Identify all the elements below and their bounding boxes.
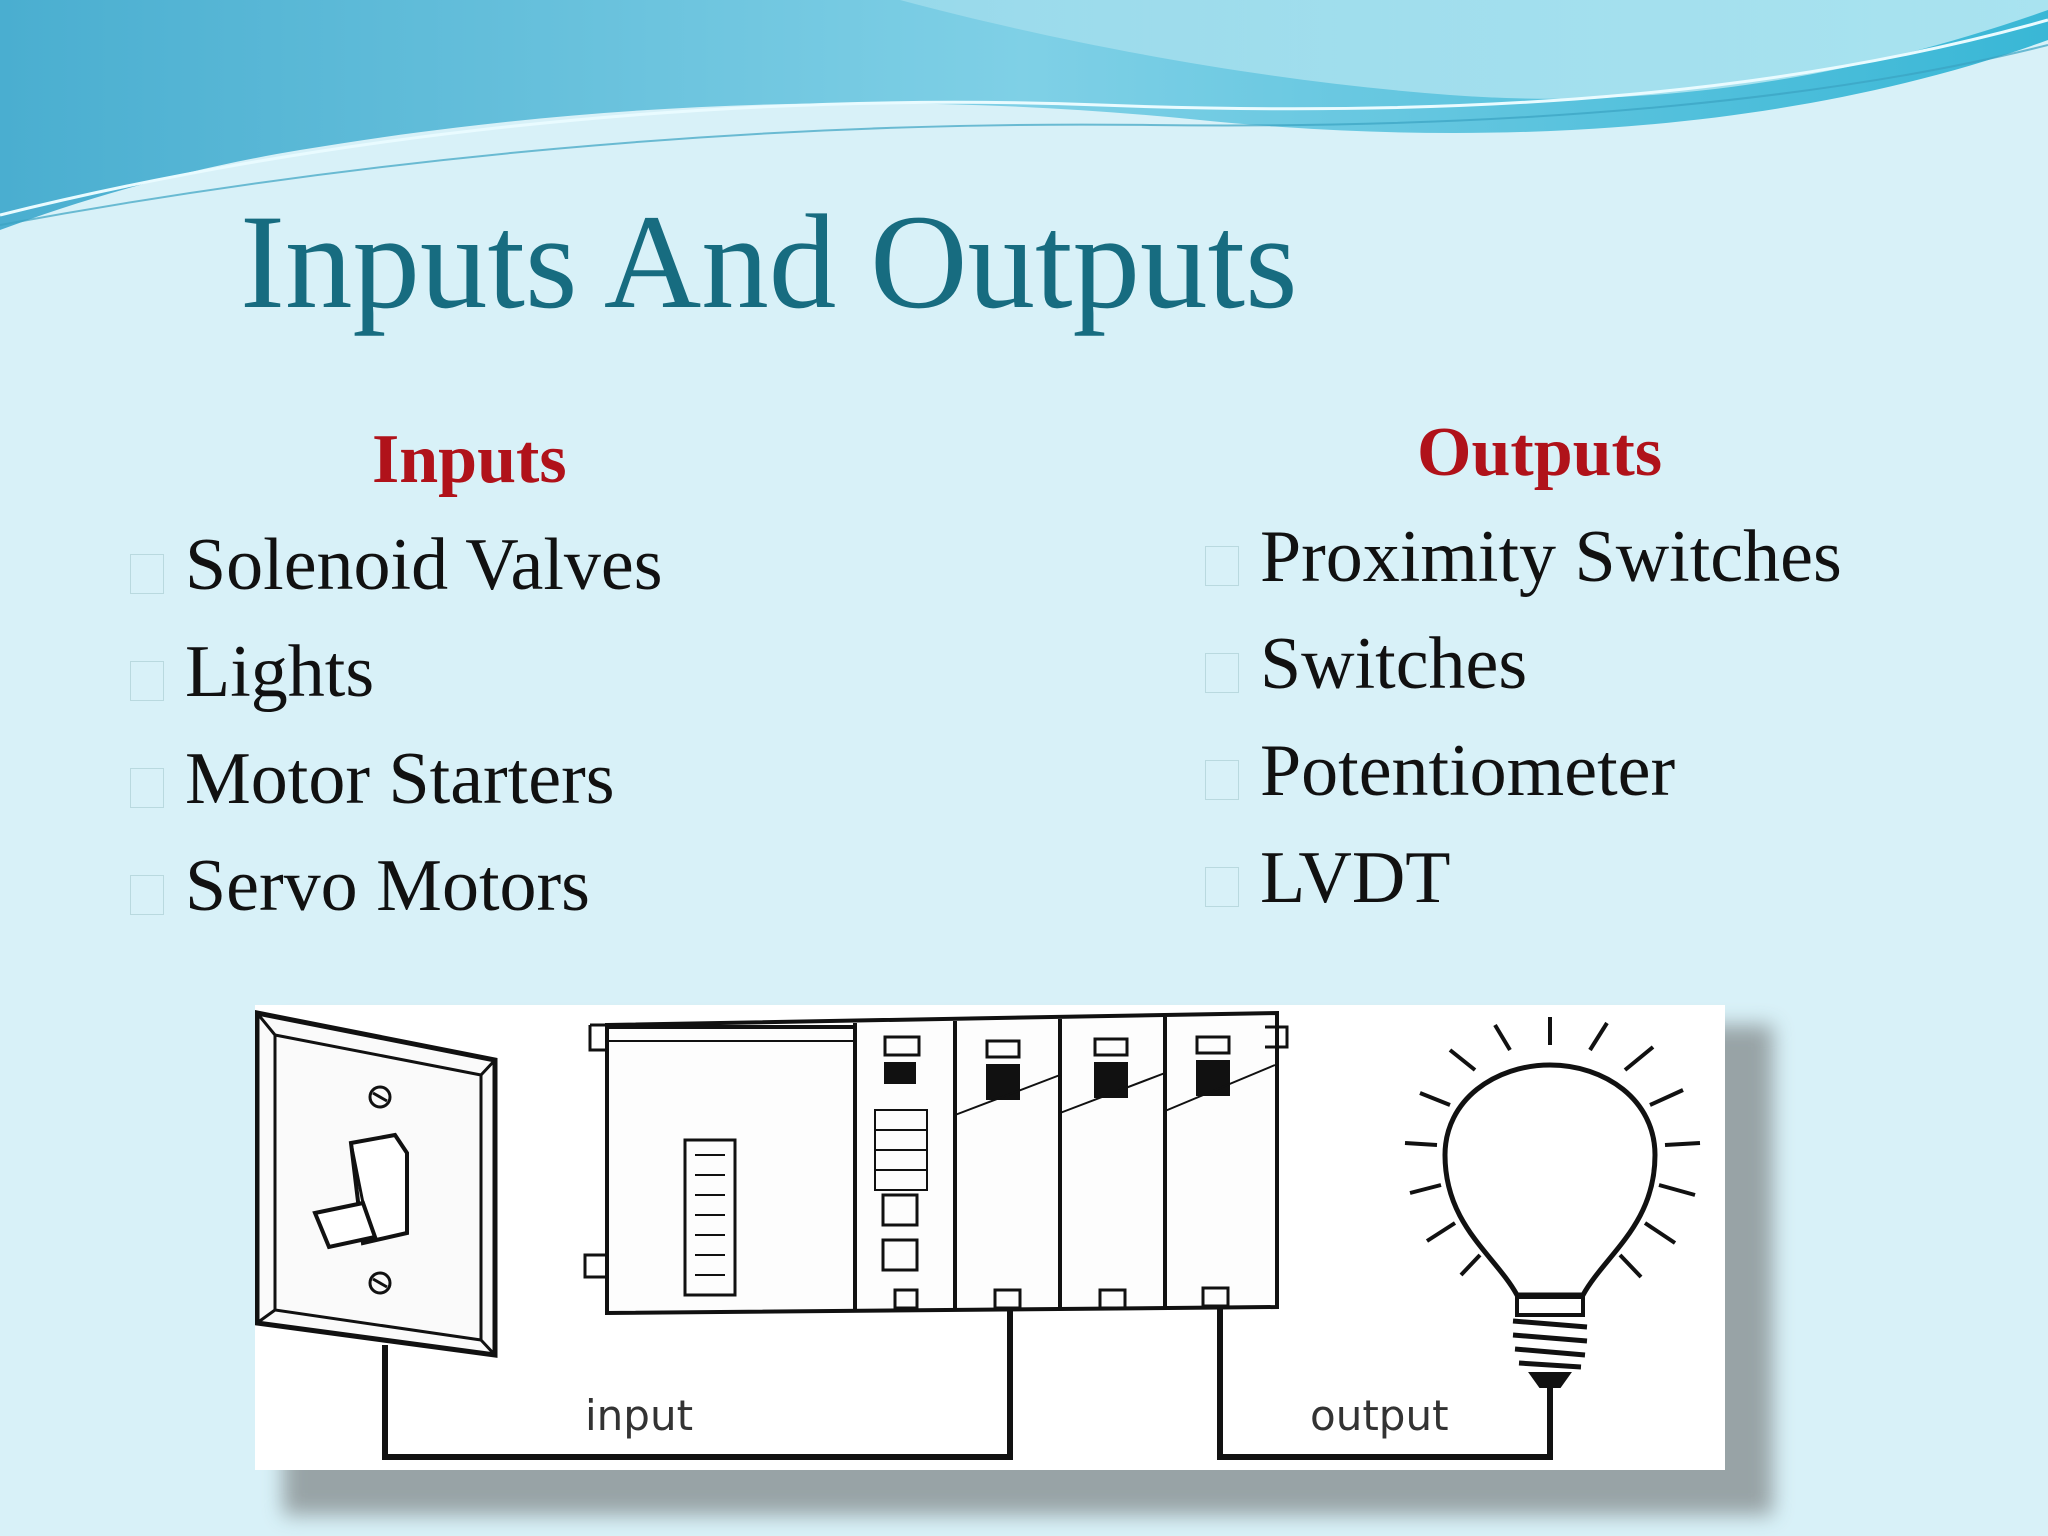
empty-square-bullet-icon — [130, 554, 164, 594]
light-bulb-icon — [1404, 1017, 1701, 1388]
list-item: Servo Motors — [130, 849, 663, 956]
inputs-heading: Inputs — [372, 421, 567, 498]
list-item: LVDT — [1205, 841, 1842, 948]
list-item: Motor Starters — [130, 742, 663, 849]
output-wire-label: output — [1310, 1391, 1449, 1440]
list-item: Lights — [130, 635, 663, 742]
inputs-list: Solenoid Valves Lights Motor Starters Se… — [130, 528, 663, 956]
list-item: Switches — [1205, 627, 1842, 734]
wiring — [382, 1308, 1553, 1460]
input-wire-label: input — [585, 1391, 693, 1440]
empty-square-bullet-icon — [1205, 760, 1239, 800]
wall-switch-icon — [254, 1009, 498, 1358]
slide-title: Inputs And Outputs — [240, 188, 1298, 337]
list-item: Proximity Switches — [1205, 520, 1842, 627]
list-item: Solenoid Valves — [130, 528, 663, 635]
plc-rack-icon — [583, 1010, 1289, 1316]
outputs-heading: Outputs — [1417, 414, 1663, 491]
empty-square-bullet-icon — [130, 768, 164, 808]
empty-square-bullet-icon — [1205, 867, 1239, 907]
empty-square-bullet-icon — [1205, 546, 1239, 586]
list-item: Potentiometer — [1205, 734, 1842, 841]
empty-square-bullet-icon — [130, 875, 164, 915]
header-wave-decoration — [0, 0, 2048, 230]
outputs-list: Proximity Switches Switches Potentiomete… — [1205, 520, 1842, 948]
empty-square-bullet-icon — [130, 661, 164, 701]
empty-square-bullet-icon — [1205, 653, 1239, 693]
plc-io-illustration: input output — [254, 1009, 1701, 1460]
